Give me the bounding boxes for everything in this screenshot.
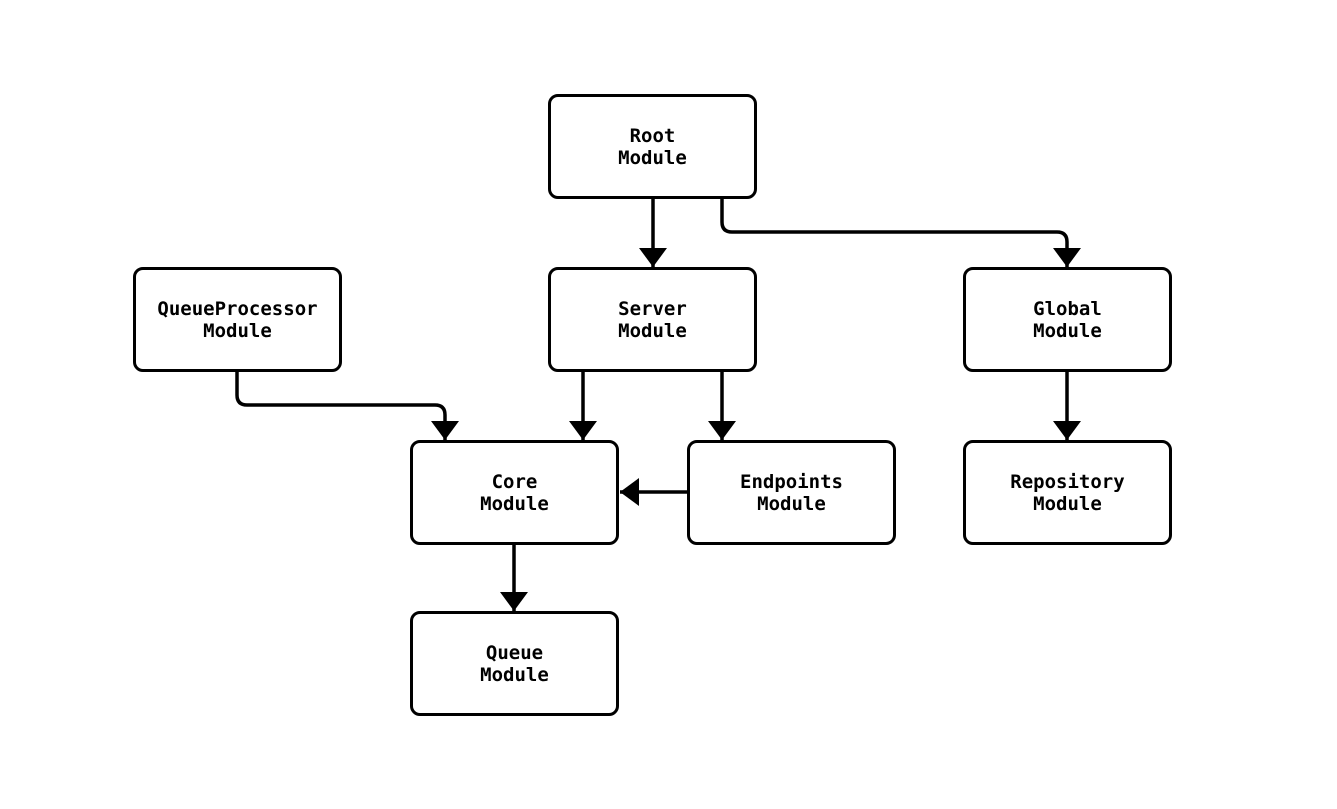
node-label-line: Module xyxy=(1033,492,1102,515)
node-label-line: Module xyxy=(480,492,549,515)
edge-queueprocessor-to-core xyxy=(235,372,459,440)
node-label-line: Module xyxy=(203,319,272,342)
node-label-line: Global xyxy=(1033,297,1102,320)
node-label-line: Core xyxy=(491,470,538,493)
node-label-line: Endpoints xyxy=(740,470,843,493)
node-label-line: Module xyxy=(1033,319,1102,342)
node-label-line: Module xyxy=(480,663,549,686)
node-label-line: Root xyxy=(629,124,676,147)
node-label-line: QueueProcessor xyxy=(157,297,318,320)
node-label-line: Module xyxy=(618,319,687,342)
node-label-line: Module xyxy=(618,146,687,169)
node-label-line: Queue xyxy=(485,641,544,664)
edge-root-to-global xyxy=(720,199,1081,267)
node-label-line: Repository xyxy=(1010,470,1125,493)
node-label-line: Module xyxy=(757,492,826,515)
node-label-line: Server xyxy=(618,297,687,320)
